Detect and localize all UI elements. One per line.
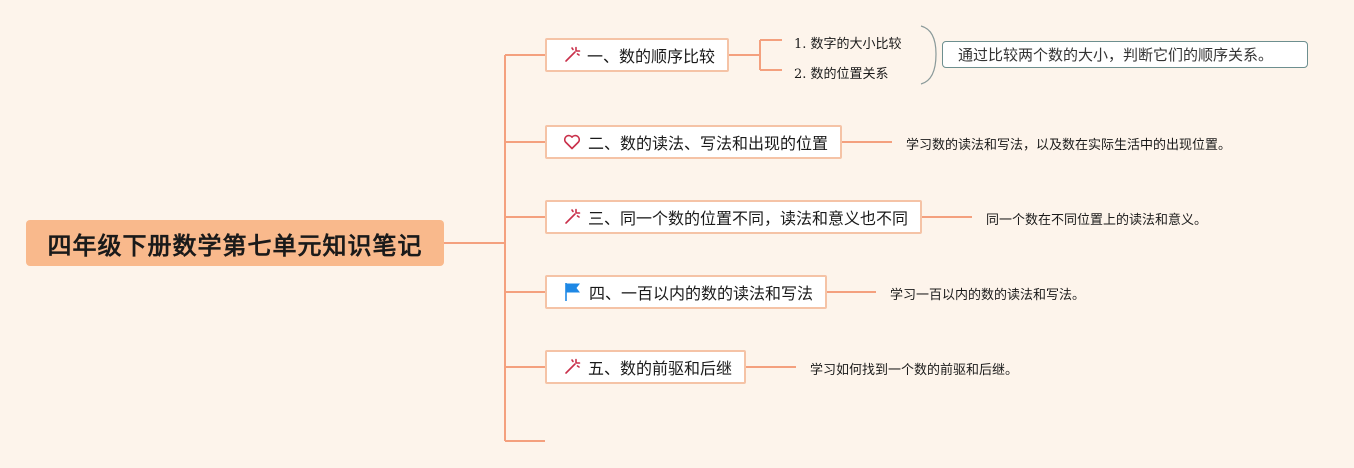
magic-wand-icon [563,357,582,377]
magic-wand-icon [563,45,581,65]
summary-box[interactable]: 通过比较两个数的大小，判断它们的顺序关系。 [942,41,1308,68]
note-3[interactable]: 同一个数在不同位置上的读法和意义。 [986,213,1208,228]
topic-2[interactable]: 二、数的读法、写法和出现的位置 [545,125,842,159]
topic-1-label: 一、数的顺序比较 [587,47,716,66]
note-2[interactable]: 学习数的读法和写法，以及数在实际生活中的出现位置。 [906,138,1232,153]
summary-bracket [920,25,937,85]
heart-icon [563,132,582,152]
topic-4-label: 四、一百以内的数的读法和写法 [588,284,813,303]
subtopic-1-2[interactable]: 2. 数的位置关系 [794,67,889,82]
note-5[interactable]: 学习如何找到一个数的前驱和后继。 [810,363,1019,378]
topic-4[interactable]: 四、一百以内的数的读法和写法 [545,275,827,309]
subtopic-1-1[interactable]: 1. 数字的大小比较 [794,37,902,52]
root-title: 四年级下册数学第七单元知识笔记 [47,231,423,260]
root-topic[interactable]: 四年级下册数学第七单元知识笔记 [26,220,444,266]
topic-3[interactable]: 三、同一个数的位置不同，读法和意义也不同 [545,200,922,234]
topic-1[interactable]: 一、数的顺序比较 [545,38,729,72]
magic-wand-icon [563,207,582,227]
topic-5-label: 五、数的前驱和后继 [587,359,732,378]
note-4[interactable]: 学习一百以内的数的读法和写法。 [890,288,1086,303]
topic-2-label: 二、数的读法、写法和出现的位置 [587,134,828,153]
sub-connector [728,39,782,71]
summary-text: 通过比较两个数的大小，判断它们的顺序关系。 [958,46,1274,64]
flag-icon [563,282,583,302]
topic-5[interactable]: 五、数的前驱和后继 [545,350,746,384]
topic-3-label: 三、同一个数的位置不同，读法和意义也不同 [587,209,908,228]
